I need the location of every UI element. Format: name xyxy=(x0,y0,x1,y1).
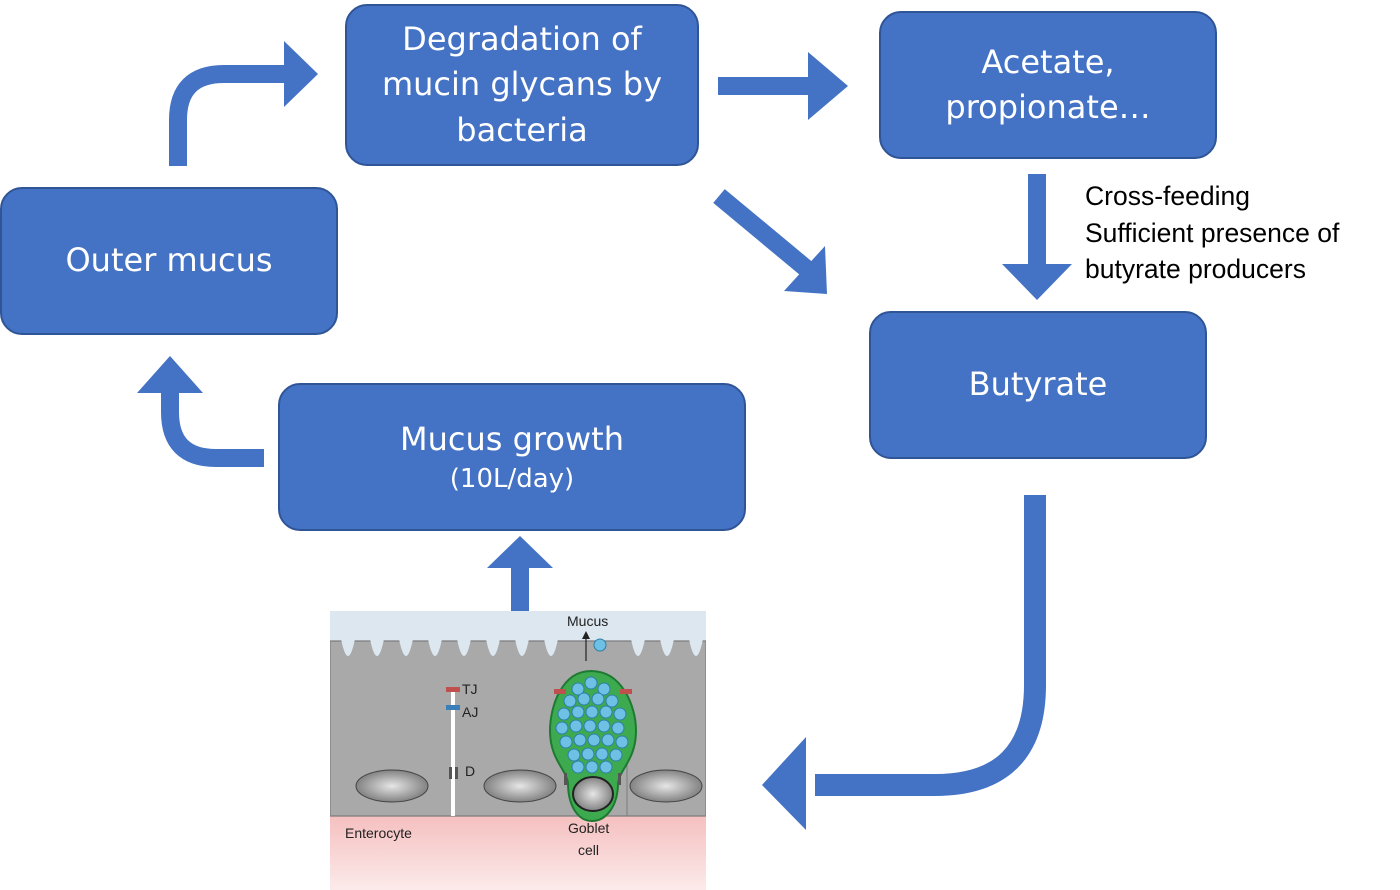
goblet-label-line-1: Goblet xyxy=(568,820,610,836)
annotation-line-1: Cross-feeding xyxy=(1085,181,1250,211)
mucus-label: Mucus xyxy=(567,613,609,629)
degradation-line-3: bacteria xyxy=(456,110,588,149)
aj-label: AJ xyxy=(462,704,479,720)
goblet-label-line-2: cell xyxy=(578,842,600,858)
tight-junction xyxy=(446,687,460,692)
acetate-node: Acetate, propionate… xyxy=(879,11,1217,159)
epithelium-illustration: Mucus TJ AJ D Enterocyte Goblet cell xyxy=(329,611,707,890)
butyrate-label: Butyrate xyxy=(968,365,1108,404)
epithelium-drawing xyxy=(329,611,707,890)
goblet-junction-left xyxy=(554,689,566,694)
arrow-degradation-to-butyrate xyxy=(713,189,827,294)
arrow-cell-to-growth xyxy=(487,536,553,621)
microvilli xyxy=(341,639,703,656)
adherens-junction xyxy=(446,705,460,710)
butyrate-node: Butyrate xyxy=(869,311,1207,459)
degradation-node: Degradation of mucin glycans by bacteria xyxy=(345,4,699,166)
mucin-granules xyxy=(555,676,629,774)
secreted-granule xyxy=(593,638,607,652)
d-label: D xyxy=(465,763,476,779)
mucus-growth-sublabel: (10L/day) xyxy=(449,464,575,495)
goblet-junction-right xyxy=(620,689,632,694)
goblet-nucleus xyxy=(572,776,614,812)
enterocyte-nucleus-1 xyxy=(355,769,429,803)
degradation-line-2: mucin glycans by xyxy=(381,65,663,104)
goblet-desmosome-left xyxy=(564,773,567,785)
desmosome-2 xyxy=(455,767,458,779)
arrow-growth-to-outer xyxy=(137,356,264,467)
outer-mucus-label: Outer mucus xyxy=(65,241,273,280)
acetate-line-2: propionate… xyxy=(945,88,1151,126)
mucus-growth-label: Mucus growth xyxy=(400,419,624,458)
acetate-line-1: Acetate, xyxy=(981,42,1115,81)
mucus-growth-node: Mucus growth (10L/day) xyxy=(278,383,746,531)
basal-tissue xyxy=(330,804,706,890)
outer-mucus-node: Outer mucus xyxy=(0,187,338,335)
secretion-arrow-head xyxy=(582,631,590,639)
enterocyte-label: Enterocyte xyxy=(345,825,412,841)
enterocyte-nucleus-2 xyxy=(483,769,557,803)
annotation-line-2: Sufficient presence of xyxy=(1085,217,1340,248)
enterocyte-nucleus-3 xyxy=(629,769,703,803)
arrow-outer-to-degradation xyxy=(169,41,318,166)
cross-feeding-annotation: Cross-feeding Sufficient presence of but… xyxy=(1085,178,1339,288)
tj-label: TJ xyxy=(462,681,478,697)
degradation-line-1: Degradation of xyxy=(402,19,642,58)
annotation-line-3: butyrate producers xyxy=(1085,254,1306,284)
arrow-degradation-to-acetate xyxy=(718,52,848,120)
arrow-butyrate-to-cell xyxy=(762,495,1046,830)
arrow-acetate-to-butyrate xyxy=(1002,174,1072,300)
desmosome xyxy=(449,767,452,779)
goblet-desmosome-right xyxy=(618,773,621,785)
